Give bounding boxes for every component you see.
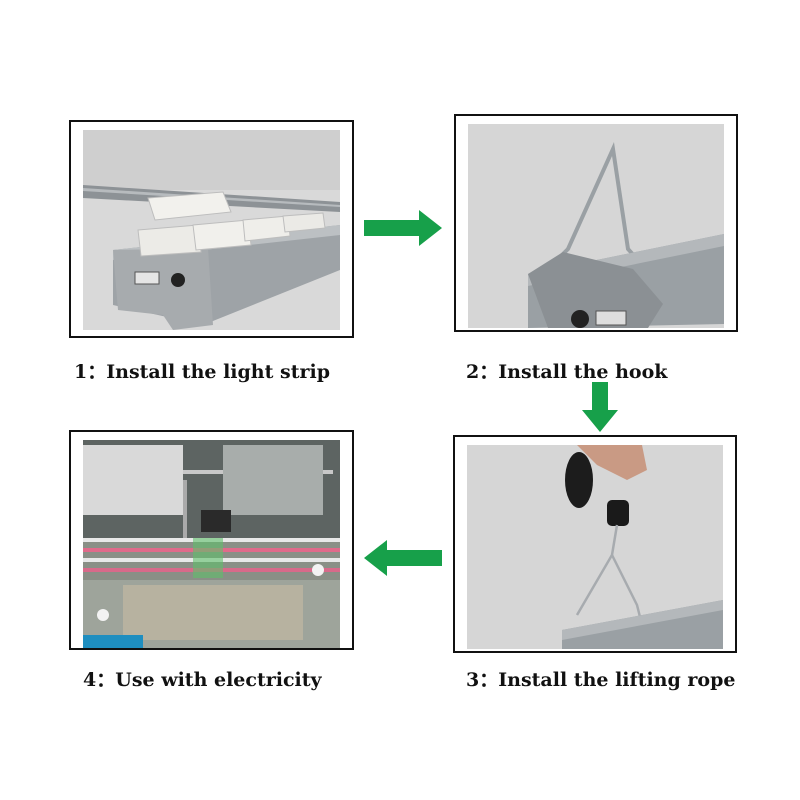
step-2-frame <box>454 114 738 332</box>
step-2-photo <box>468 124 724 328</box>
step-4-frame <box>69 430 354 650</box>
step-2-label: Install the hook <box>498 361 668 383</box>
step-1-label: Install the light strip <box>106 361 330 383</box>
step-4-number: 4 <box>83 669 97 691</box>
step-4-separator: ： <box>96 669 116 691</box>
step-4-label: Use with electricity <box>115 669 322 691</box>
step-3-photo <box>467 445 723 649</box>
step-3-separator: ： <box>479 669 499 691</box>
step-2-number: 2 <box>466 361 480 383</box>
step-1-separator: ： <box>87 361 107 383</box>
arrow-right <box>364 210 442 246</box>
step-3-label: Install the lifting rope <box>498 669 736 691</box>
step-4-caption: 4：Use with electricity <box>83 665 322 692</box>
step-3-number: 3 <box>466 669 480 691</box>
step-1-number: 1 <box>74 361 88 383</box>
step-1-caption: 1：Install the light strip <box>74 357 330 384</box>
step-2-separator: ： <box>479 361 499 383</box>
step-4-photo <box>83 440 340 648</box>
step-1-frame <box>69 120 354 338</box>
step-3-caption: 3：Install the lifting rope <box>466 665 735 692</box>
step-2-caption: 2：Install the hook <box>466 357 667 384</box>
arrow-left <box>364 540 442 576</box>
step-1-photo <box>83 130 340 330</box>
step-3-frame <box>453 435 737 653</box>
arrow-down <box>582 382 618 432</box>
